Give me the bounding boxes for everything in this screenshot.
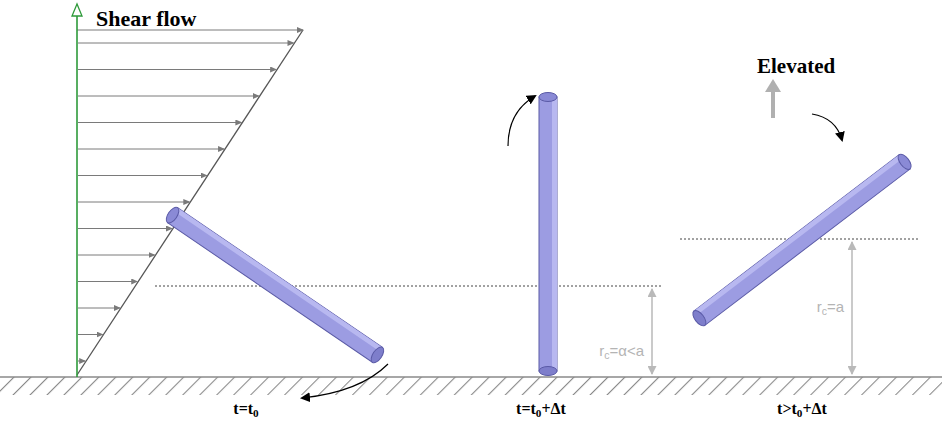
velocity-arrow: [78, 175, 207, 176]
velocity-arrow: [78, 228, 172, 229]
time-label: t=t0+Δt: [516, 400, 566, 418]
rotation-arrow: [812, 114, 842, 140]
rod: [690, 152, 913, 328]
velocity-arrow: [78, 96, 259, 97]
ground-hatch: [0, 377, 942, 395]
distance-arrow: [851, 242, 853, 374]
wall-line: [0, 376, 942, 378]
rod: [539, 93, 557, 376]
distance-arrow: [651, 289, 653, 374]
velocity-arrow: [78, 43, 293, 44]
rotation-arrow: [508, 96, 535, 146]
elevated-label: Elevated: [757, 54, 835, 78]
distance-label: rc=a: [817, 298, 844, 315]
distance-label: rc=α<a: [599, 342, 644, 359]
velocity-arrow: [78, 122, 241, 123]
rotation-arrow: [302, 364, 388, 398]
rod: [164, 205, 386, 365]
velocity-arrow: [78, 69, 276, 70]
velocity-arrow: [78, 255, 155, 256]
velocity-axis: [76, 16, 78, 377]
velocity-arrow: [78, 334, 103, 335]
velocity-arrow: [78, 308, 120, 309]
axis-arrowhead: [72, 4, 82, 16]
level-line: [155, 286, 662, 287]
title-label: Shear flow: [96, 6, 196, 31]
velocity-arrow: [78, 361, 85, 362]
velocity-arrow: [78, 281, 137, 282]
velocity-arrow: [78, 149, 224, 150]
velocity-arrow: [78, 202, 189, 203]
lift-arrow: [771, 90, 775, 118]
time-label: t>t0+Δt: [777, 400, 827, 418]
lift-arrowhead: [765, 79, 781, 92]
time-label: t=t0: [233, 400, 258, 418]
shear-profile: [77, 30, 303, 375]
